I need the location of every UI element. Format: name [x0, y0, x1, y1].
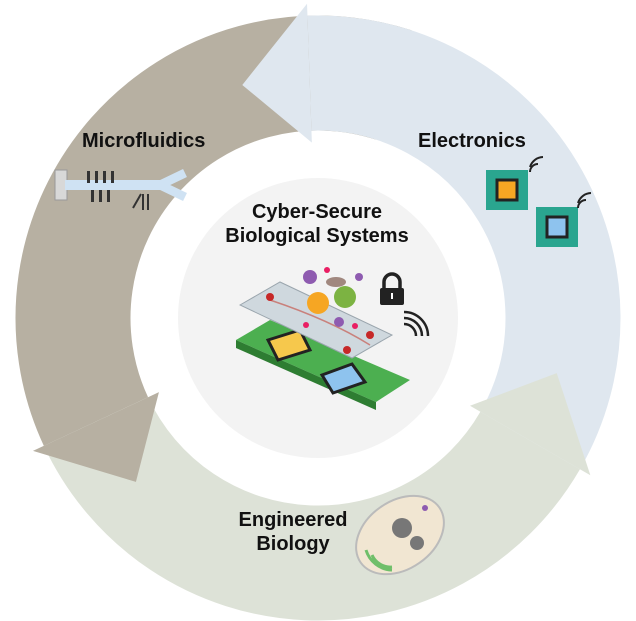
- arc-electronics: [307, 15, 621, 470]
- label-engineered: Engineered: [238, 509, 348, 531]
- arc-engineered-biology: [43, 396, 580, 621]
- arrowhead-microfluidics: [32, 392, 159, 482]
- microorganisms-icon: [303, 267, 363, 329]
- center-title-line-1: Cyber-Secure: [251, 201, 383, 223]
- label-electronics: Electronics: [418, 130, 526, 152]
- arrowhead-electronics: [242, 3, 312, 143]
- microchip-wireless-icon: [486, 156, 592, 247]
- center-title-line-2: Biological Systems: [225, 225, 409, 247]
- label-biology: Biology: [256, 533, 330, 555]
- label-engineered-biology: Engineered Biology: [228, 508, 358, 556]
- center-title: Cyber-Secure Biological Systems: [212, 200, 422, 248]
- engineered-cell-icon: [355, 494, 445, 576]
- lock-icon: [380, 272, 404, 305]
- microfluidic-channel-icon: [54, 168, 187, 210]
- circuit-board-icon: [236, 320, 410, 410]
- wireless-signal-icon: [403, 310, 430, 337]
- microfluidic-chip-icon: [238, 281, 394, 359]
- label-microfluidics: Microfluidics: [82, 130, 206, 152]
- arrowhead-engineered-biology: [469, 373, 591, 476]
